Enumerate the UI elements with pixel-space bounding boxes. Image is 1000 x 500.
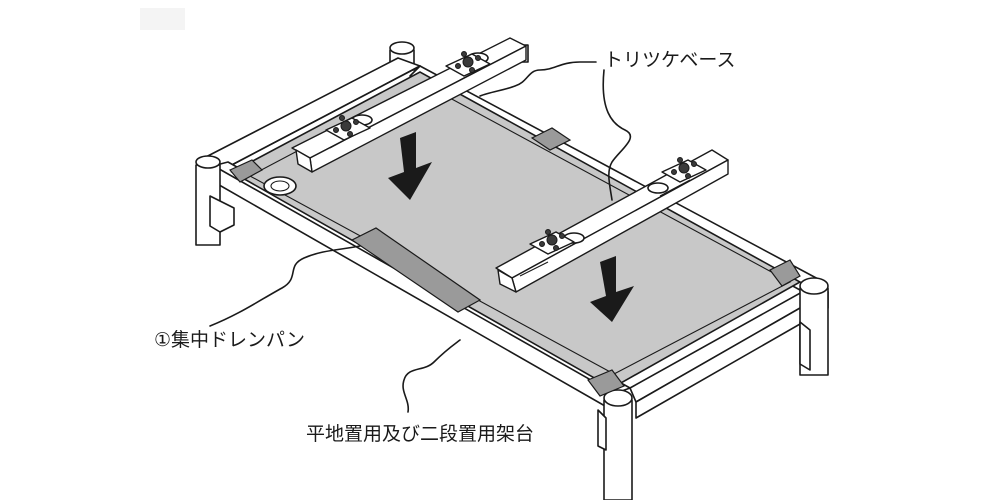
front-leg-bracket (597, 409, 607, 451)
corner-pad (769, 259, 801, 287)
slot (519, 261, 549, 277)
bolt-cluster (445, 51, 491, 77)
base-end-face (295, 149, 313, 173)
back-left-rail-inner (225, 65, 421, 169)
bolt-cluster (661, 157, 707, 183)
front-leg (603, 399, 633, 500)
leader-line-drain-pan (209, 245, 361, 327)
right-leg-bracket (799, 321, 811, 371)
edge-pad-front (350, 227, 482, 313)
right-leg-cap (799, 277, 829, 295)
corner-pad (587, 369, 625, 397)
mounting-base-right (495, 149, 729, 293)
slot (659, 179, 691, 197)
bolt-cluster (529, 229, 575, 255)
front-left-bracket (209, 195, 235, 233)
corner-pad (229, 159, 263, 183)
leader-line-stand (402, 339, 461, 413)
front-leg-cap (603, 389, 633, 407)
label-stand: 平地置用及び二段置用架台 (306, 423, 534, 445)
front-left-leg-cap (195, 155, 221, 169)
edge-pad-back (530, 127, 572, 151)
leader-line-mounting-base (479, 61, 597, 97)
drain-hole-inner (270, 180, 290, 192)
slot-hole (647, 182, 669, 194)
drain-pan-surface (230, 71, 802, 389)
down-arrow-icon (590, 256, 634, 322)
label-drain-pan: ①集中ドレンパン (154, 329, 305, 351)
leader-line-mounting-base (602, 69, 632, 201)
mounting-base-left (291, 37, 527, 173)
label-mounting-base: トリツケベース (604, 49, 735, 71)
drain-hole (263, 176, 297, 196)
base-end-face (497, 269, 517, 293)
scan-smudge (140, 8, 185, 30)
down-arrow-icon (388, 132, 432, 200)
bolt-cluster (325, 115, 371, 141)
back-left-leg-cap (389, 41, 415, 55)
drain-pan (229, 71, 802, 397)
